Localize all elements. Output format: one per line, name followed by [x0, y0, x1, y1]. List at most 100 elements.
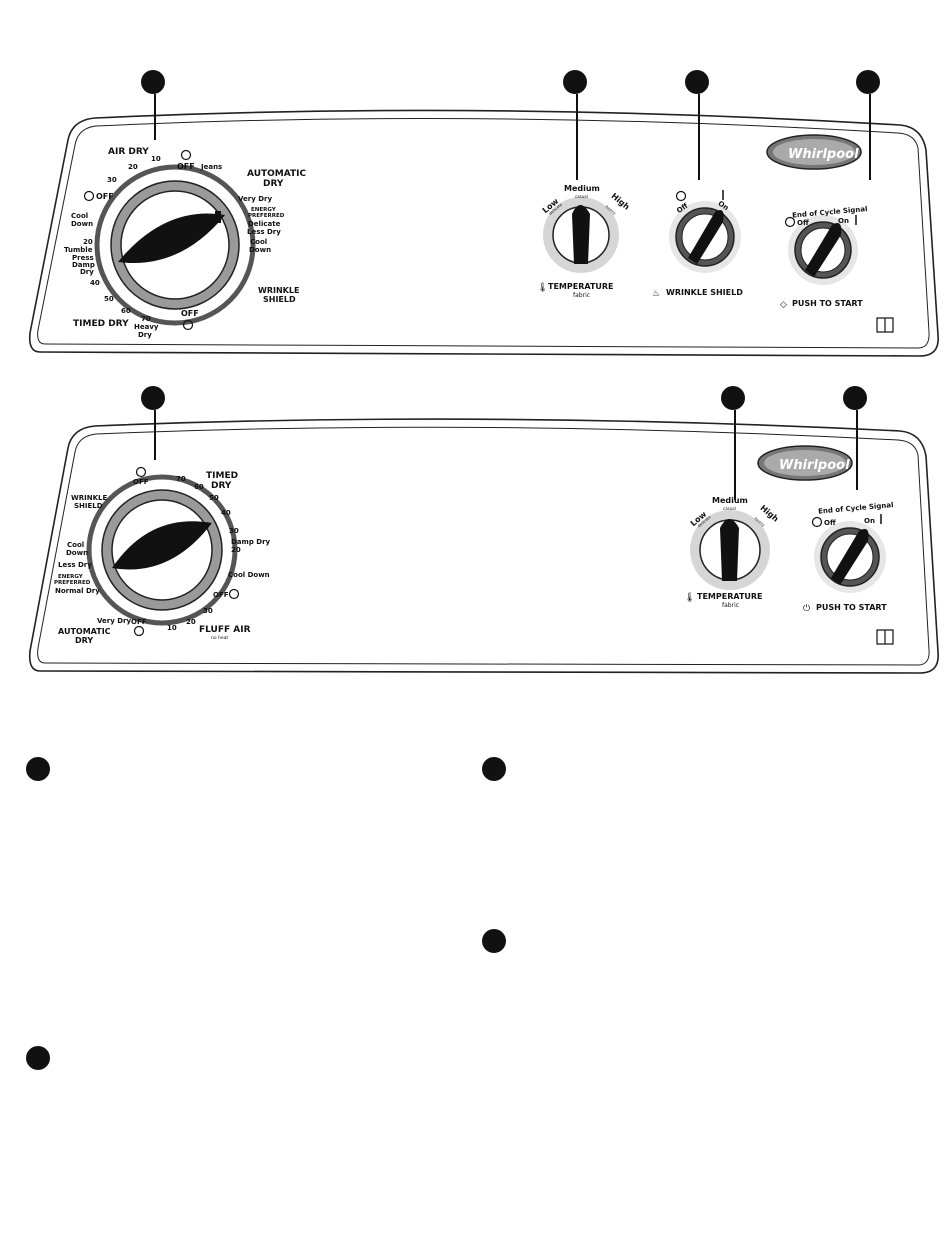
wrinkle-shield-title: WRINKLE SHIELD	[666, 288, 743, 297]
svg-text:70: 70	[141, 315, 151, 323]
timed-dry-title: TIMED	[206, 471, 238, 481]
fluff-air-title: FLUFF AIR	[199, 625, 251, 635]
svg-text:ENERGY: ENERGY	[58, 574, 84, 580]
svg-text:OFF: OFF	[213, 591, 229, 599]
bottom-panel: OFF 70 TIMED DRY 60 50 40 30 Damp Dry 20…	[28, 386, 939, 674]
knob-grip	[720, 519, 739, 581]
svg-text:PREFERRED: PREFERRED	[248, 213, 285, 219]
callout-marker	[141, 70, 165, 94]
svg-text:OFF: OFF	[177, 162, 195, 171]
svg-text:Very Dry: Very Dry	[238, 195, 272, 203]
svg-text:Whirlpool: Whirlpool	[779, 458, 850, 473]
callout-marker	[141, 386, 165, 410]
svg-text:50: 50	[209, 494, 219, 502]
off-indicator-icon	[135, 466, 147, 478]
svg-text:no heat: no heat	[211, 635, 228, 641]
svg-text:Jeans: Jeans	[200, 163, 222, 171]
svg-text:Down: Down	[71, 220, 93, 228]
callout-marker	[563, 70, 587, 94]
svg-text:Down: Down	[66, 549, 88, 557]
end-of-cycle-title: End of Cycle Signal	[818, 501, 894, 516]
power-icon: ⏻	[803, 603, 810, 614]
whirlpool-logo: Whirlpool	[757, 445, 853, 481]
off-indicator-icon	[133, 625, 145, 637]
svg-text:50: 50	[104, 295, 114, 303]
callout-marker	[721, 386, 745, 410]
description-markers	[26, 757, 506, 1070]
callout-marker	[482, 929, 506, 953]
svg-text:Cool: Cool	[71, 212, 88, 220]
svg-text:Whirlpool: Whirlpool	[788, 147, 859, 162]
start-icon: ◇	[780, 300, 787, 310]
knob-grip	[688, 209, 724, 264]
svg-text:Cool: Cool	[67, 541, 84, 549]
svg-text:60: 60	[121, 307, 131, 315]
wrinkle-shield-icon: ♨	[652, 289, 660, 299]
off-indicator-icon	[784, 216, 796, 228]
svg-text:OFF: OFF	[181, 309, 199, 318]
push-to-start-knob[interactable]	[788, 215, 858, 285]
off-indicator-icon	[228, 588, 240, 600]
temperature-title: TEMPERATURE	[548, 282, 614, 291]
svg-text:Tumble: Tumble	[64, 246, 93, 254]
cycle-control-dial[interactable]	[94, 164, 256, 326]
temperature-knob[interactable]	[690, 510, 770, 590]
svg-text:30: 30	[203, 607, 213, 615]
svg-text:casual: casual	[575, 194, 588, 199]
svg-text:Dry: Dry	[80, 268, 94, 276]
svg-text:30: 30	[107, 176, 117, 184]
svg-text:SHIELD: SHIELD	[263, 295, 296, 304]
svg-text:Down: Down	[249, 246, 271, 254]
callout-marker	[482, 757, 506, 781]
svg-text:fabric: fabric	[573, 292, 590, 299]
wrinkle-shield-dial-label: WRINKLE	[258, 286, 299, 295]
top-panel-outline	[28, 109, 939, 357]
svg-text:20: 20	[231, 546, 241, 554]
push-to-start-label: PUSH TO START	[792, 299, 863, 308]
svg-text:10: 10	[167, 624, 177, 632]
callout-marker	[26, 1046, 50, 1070]
air-dry-title: AIR DRY	[108, 147, 149, 157]
svg-text:PREFERRED: PREFERRED	[54, 580, 91, 586]
svg-text:Cool: Cool	[250, 238, 267, 246]
knob-grip	[572, 205, 590, 264]
wrinkle-shield-dial-label: WRINKLE	[71, 494, 107, 502]
svg-text:Off: Off	[824, 519, 836, 527]
automatic-dry-title: AUTOMATIC	[58, 627, 111, 636]
svg-text:DRY: DRY	[211, 481, 232, 491]
bottom-callouts	[141, 386, 867, 500]
dial-pointer	[118, 213, 225, 264]
manual-book-icon	[876, 317, 894, 333]
svg-text:SHIELD: SHIELD	[74, 502, 103, 510]
svg-text:20: 20	[186, 618, 196, 626]
svg-text:OFF: OFF	[131, 618, 147, 626]
off-indicator-icon	[180, 149, 192, 161]
svg-text:On: On	[838, 217, 849, 225]
svg-text:Cool Down: Cool Down	[228, 571, 270, 579]
svg-text:Damp Dry: Damp Dry	[231, 538, 271, 546]
svg-text:20: 20	[83, 238, 93, 246]
svg-text:Very Dry: Very Dry	[97, 617, 131, 625]
push-to-start-knob[interactable]	[814, 521, 886, 593]
whirlpool-logo: Whirlpool	[766, 134, 862, 170]
svg-text:Less Dry: Less Dry	[58, 561, 92, 569]
svg-text:Less Dry: Less Dry	[247, 228, 281, 236]
svg-text:10: 10	[151, 155, 161, 163]
temperature-knob[interactable]	[543, 197, 619, 273]
svg-text:40: 40	[90, 279, 100, 287]
wrinkle-shield-knob[interactable]	[669, 201, 741, 273]
callout-marker	[856, 70, 880, 94]
svg-text:60: 60	[194, 483, 204, 491]
top-callouts	[141, 70, 880, 180]
svg-text:70: 70	[176, 475, 186, 483]
svg-text:40: 40	[221, 509, 231, 517]
svg-text:ENERGY: ENERGY	[251, 207, 277, 213]
cycle-control-dial[interactable]	[86, 474, 238, 626]
off-indicator-icon	[675, 190, 687, 202]
svg-text:Delicate: Delicate	[248, 220, 281, 228]
svg-text:On: On	[864, 517, 875, 525]
callout-marker	[685, 70, 709, 94]
svg-text:Normal Dry: Normal Dry	[55, 587, 100, 595]
dial-pointer	[112, 521, 212, 570]
